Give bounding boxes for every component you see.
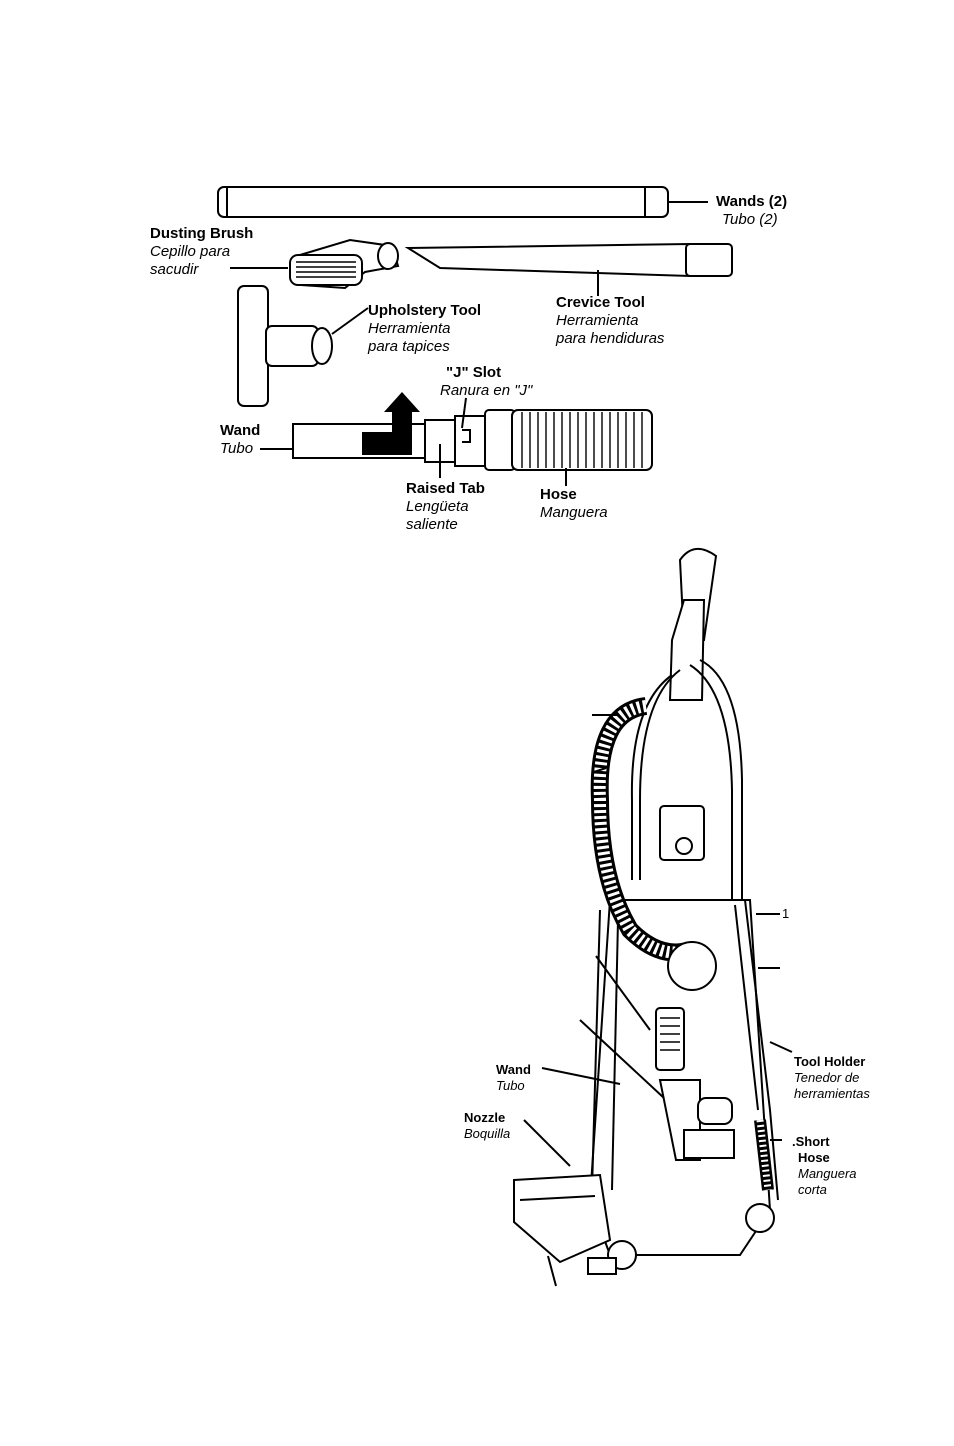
label-dusting-brush-es2: sacudir (150, 261, 199, 278)
label-short-hose-es1: Manguera (798, 1166, 857, 1181)
label-dusting-brush-es1: Cepillo para (150, 243, 231, 260)
label-wand-top-en: Wand (220, 422, 261, 439)
label-crevice-tool-en: Crevice Tool (556, 294, 645, 311)
label-dusting-brush: Dusting Brush Cepillo para sacudir (150, 225, 253, 279)
label-j-slot-en: "J" Slot (446, 364, 502, 381)
label-short-hose-en2: Hose (798, 1150, 830, 1165)
label-wand-top: Wand Tubo (220, 422, 260, 458)
label-hose-en: Hose (540, 486, 577, 503)
label-raised-tab: Raised Tab Lengüeta saliente (406, 480, 485, 534)
label-tool-holder: Tool Holder Tenedor de herramientas (794, 1054, 870, 1102)
label-nozzle-es: Boquilla (464, 1126, 511, 1141)
label-short-hose-es2: corta (798, 1182, 827, 1197)
label-short-hose-en: .Short (792, 1134, 830, 1149)
label-j-slot: "J" Slot Ranura en "J" (440, 364, 532, 400)
label-crevice-tool-es1: Herramienta (556, 312, 639, 329)
dusting-brush-drawing (230, 238, 400, 290)
label-wand-bottom-en: Wand (496, 1062, 531, 1077)
label-hose: Hose Manguera (540, 486, 608, 522)
label-wand-top-es: Tubo (220, 440, 254, 457)
hose-connection-drawing (260, 392, 653, 486)
upright-vacuum-drawing (513, 548, 793, 1287)
label-wands-es: Tubo (2) (722, 211, 778, 228)
label-wand-bottom-es: Tubo (496, 1078, 525, 1093)
label-tool-holder-es2: herramientas (794, 1086, 870, 1101)
label-dusting-brush-en: Dusting Brush (150, 225, 254, 242)
label-j-slot-es: Ranura en "J" (440, 382, 533, 399)
label-wands: Wands (2) Tubo (2) (716, 193, 787, 229)
wand-tube-drawing (217, 186, 708, 218)
label-crevice-tool: Crevice Tool Herramienta para hendiduras (556, 294, 664, 348)
label-nozzle: Nozzle Boquilla (464, 1110, 510, 1142)
label-upholstery-tool-es2: para tapices (368, 338, 450, 355)
label-tool-holder-es1: Tenedor de (794, 1070, 860, 1085)
label-raised-tab-es1: Lengüeta (406, 498, 469, 515)
label-upholstery-tool-es1: Herramienta (368, 320, 451, 337)
label-nozzle-en: Nozzle (464, 1110, 506, 1125)
label-wand-bottom: Wand Tubo (496, 1062, 531, 1094)
crevice-tool-drawing (404, 242, 733, 296)
label-cut-1: 1 (782, 906, 790, 921)
label-upholstery-tool: Upholstery Tool Herramienta para tapices (368, 302, 481, 356)
label-upholstery-tool-en: Upholstery Tool (368, 302, 482, 319)
label-short-hose: .Short Hose Manguera corta (792, 1134, 857, 1198)
upholstery-tool-drawing (237, 285, 369, 407)
label-wands-en: Wands (2) (716, 193, 788, 210)
label-raised-tab-en: Raised Tab (406, 480, 485, 497)
label-raised-tab-es2: saliente (406, 516, 458, 533)
label-tool-holder-en: Tool Holder (794, 1054, 866, 1069)
label-crevice-tool-es2: para hendiduras (556, 330, 665, 347)
label-hose-es: Manguera (540, 504, 608, 521)
